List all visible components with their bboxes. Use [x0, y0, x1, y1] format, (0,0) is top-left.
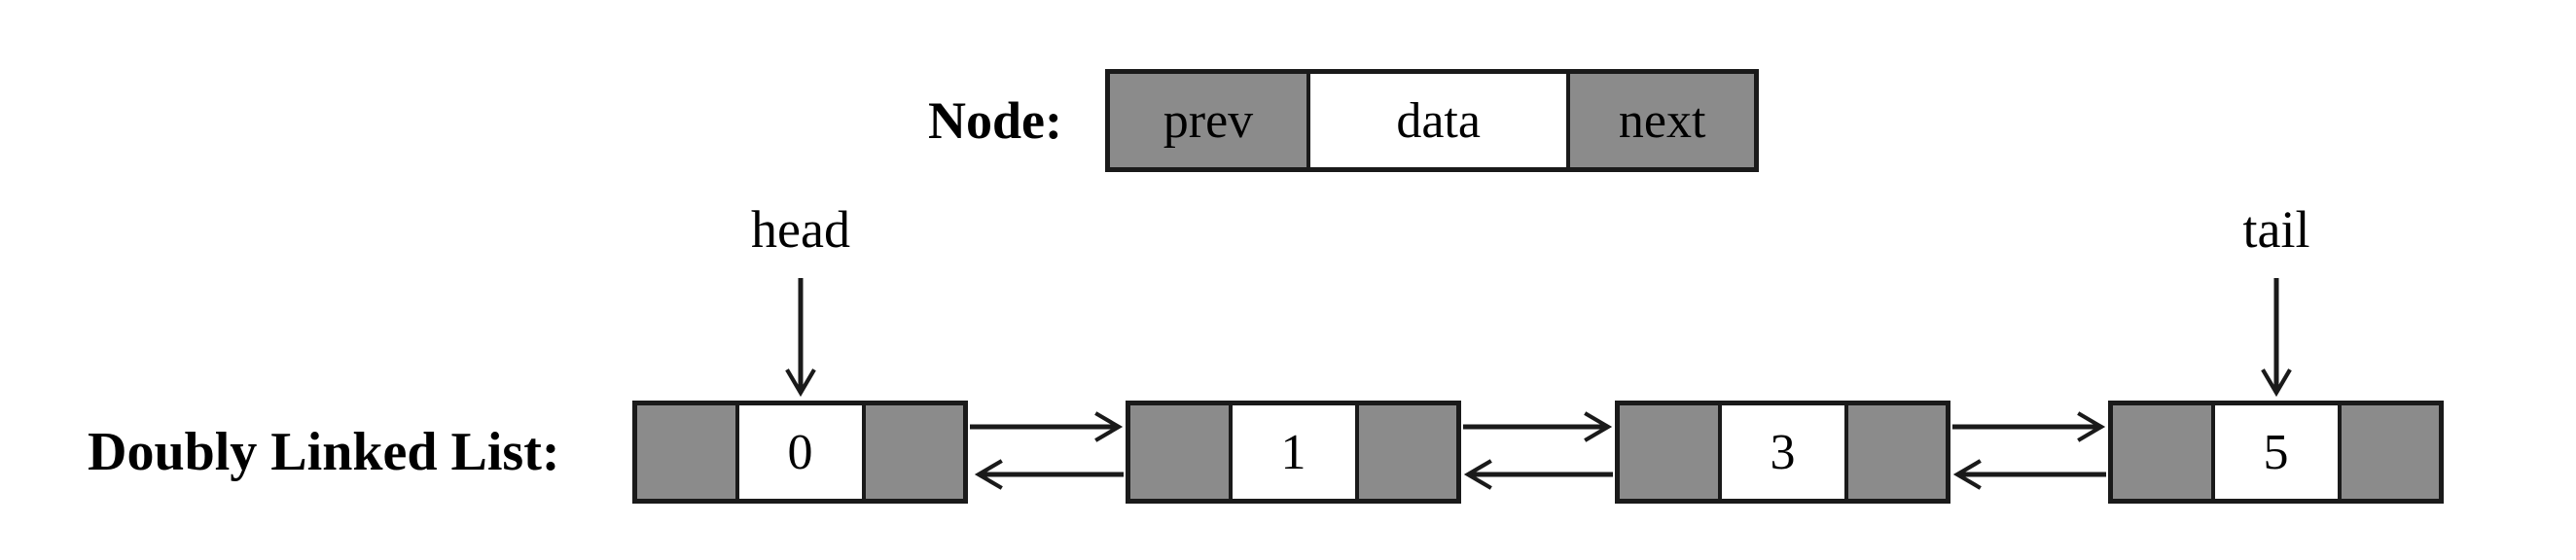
node-0-value: 0	[787, 424, 813, 480]
node-3-value: 5	[2263, 424, 2289, 480]
node-2-value: 3	[1770, 424, 1796, 480]
legend-data-cell: data	[1306, 74, 1571, 167]
node-1-data-cell: 1	[1228, 405, 1359, 499]
list-title: Doubly Linked List:	[88, 422, 560, 482]
node-0-next-cell	[865, 405, 963, 499]
node-3-prev-cell	[2113, 405, 2211, 499]
node-3-next-cell	[2341, 405, 2439, 499]
legend-title: Node:	[928, 91, 1062, 150]
node-2-next-cell	[1847, 405, 1946, 499]
node-2-data-cell: 3	[1717, 405, 1848, 499]
node-1-prev-cell	[1130, 405, 1229, 499]
node-0-data-cell: 0	[734, 405, 866, 499]
legend-next-cell: next	[1570, 74, 1754, 167]
list-node-0: 0	[632, 401, 968, 504]
head-pointer-label: head	[751, 200, 850, 259]
tail-pointer-label: tail	[2242, 200, 2310, 259]
node-1-next-cell	[1358, 405, 1456, 499]
node-0-prev-cell	[637, 405, 735, 499]
node-legend-box: prev data next	[1105, 69, 1759, 172]
list-node-1: 1	[1126, 401, 1461, 504]
list-node-2: 3	[1615, 401, 1950, 504]
node-3-data-cell: 5	[2210, 405, 2342, 499]
legend-prev-cell: prev	[1110, 74, 1306, 167]
list-node-3: 5	[2108, 401, 2444, 504]
node-1-value: 1	[1280, 424, 1306, 480]
node-2-prev-cell	[1620, 405, 1718, 499]
